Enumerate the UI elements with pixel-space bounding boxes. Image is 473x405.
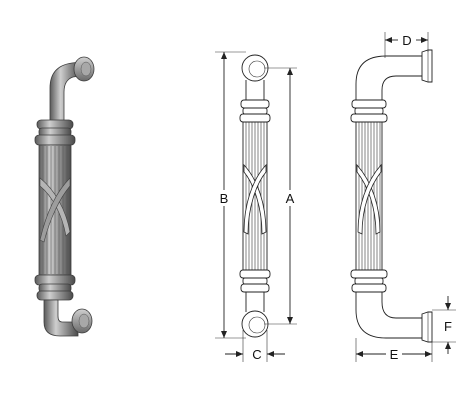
side-top-flange [421, 49, 433, 83]
dimension-e: E [355, 338, 433, 362]
front-elevation [239, 54, 271, 338]
dimension-b: B [215, 51, 246, 339]
dimension-a: A [264, 67, 297, 325]
side-top-collar [351, 99, 387, 109]
dimension-f: F [432, 296, 456, 354]
side-bottom-collar [350, 269, 388, 279]
dimension-label-f: F [444, 319, 452, 334]
side-bottom-flange [421, 311, 433, 343]
dimension-label-d: D [402, 33, 411, 48]
rendered-handle [34, 56, 95, 337]
side-fluted-body [355, 121, 383, 271]
side-top-bend [355, 55, 422, 100]
dimension-label-a: A [286, 191, 295, 206]
front-bottom-collar [239, 269, 271, 279]
dimension-label-e: E [390, 347, 399, 362]
side-bottom-bend [355, 292, 422, 339]
dimension-c: C [225, 330, 285, 362]
dimension-d: D [384, 32, 429, 58]
dimension-label-b: B [220, 191, 229, 206]
rendered-bottom-collar [34, 274, 76, 286]
dimension-label-c: C [252, 347, 261, 362]
side-elevation [350, 49, 433, 343]
front-top-collar [240, 99, 270, 109]
